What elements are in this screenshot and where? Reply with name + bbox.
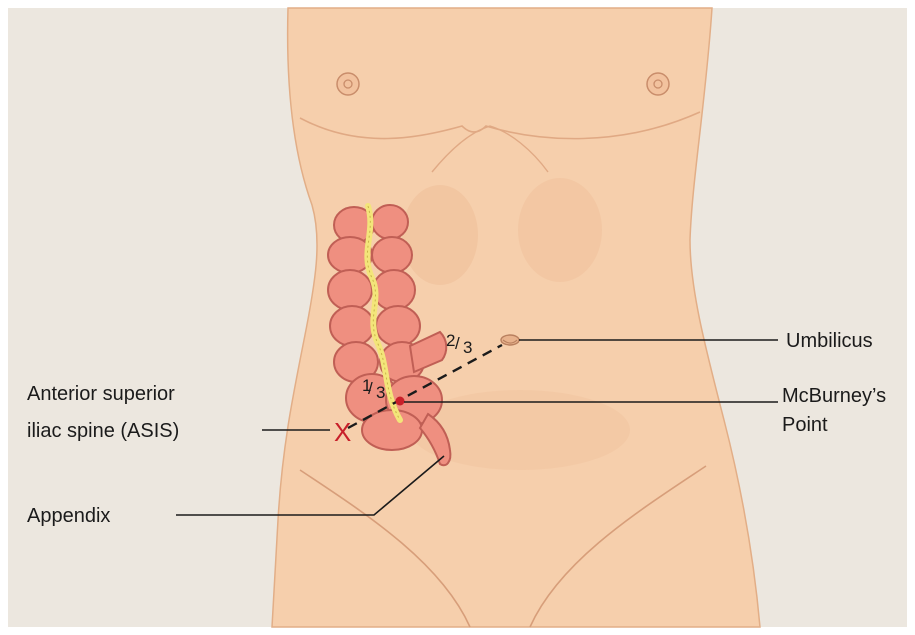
label-asis-line2: iliac spine (ASIS)	[27, 420, 179, 442]
label-mcburney-line2: Point	[782, 414, 828, 436]
label-appendix: Appendix	[27, 505, 110, 527]
nipple-right	[647, 73, 669, 95]
one-third-slash: /	[368, 379, 373, 398]
nipple-left	[337, 73, 359, 95]
umbilicus-mark	[501, 335, 519, 345]
mcburney-point-dot	[396, 397, 405, 406]
two-thirds-slash: /	[455, 334, 460, 353]
abdomen-shade-left	[402, 185, 478, 285]
label-umbilicus: Umbilicus	[786, 330, 873, 352]
label-mcburney-line1: McBurney’s	[782, 385, 886, 407]
one-third-denominator: 3	[376, 383, 385, 402]
asis-marker: X	[334, 417, 351, 447]
two-thirds-denominator: 3	[463, 338, 472, 357]
abdomen-shade-right	[518, 178, 602, 282]
label-asis-line1: Anterior superior	[27, 383, 175, 405]
